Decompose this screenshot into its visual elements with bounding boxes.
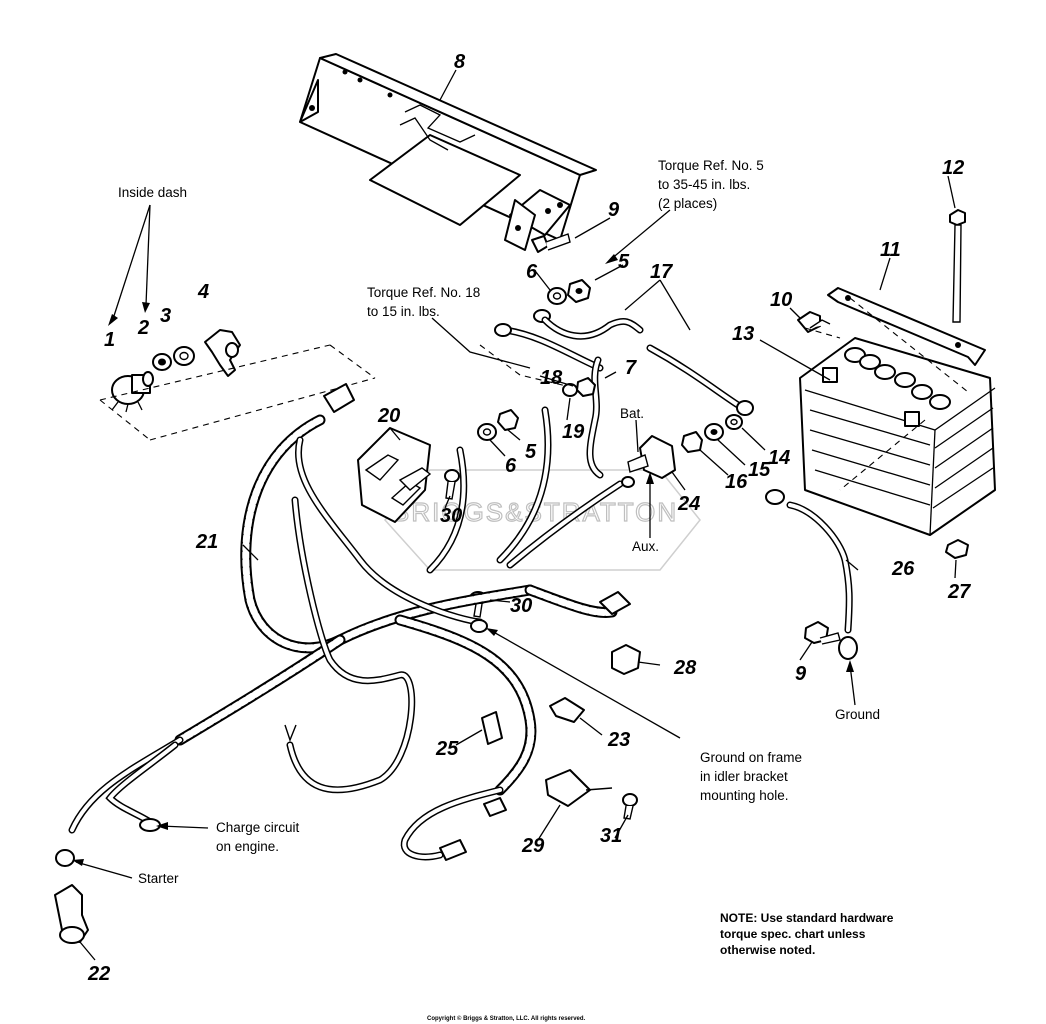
part-5-nut-mid [497,409,519,431]
label-part-14: 14 [768,447,790,469]
label-part-19: 19 [562,421,585,443]
part-6-washer-upper [547,287,567,305]
part-4-key [204,329,241,377]
torque-5-line-1: Torque Ref. No. 5 [658,158,764,173]
part-3-washer [173,346,195,366]
part-31-screw [622,793,638,820]
part-6-washer-mid [477,423,497,441]
label-part-6-mid: 6 [505,455,517,477]
label-part-17: 17 [650,261,673,283]
label-part-7: 7 [625,357,637,379]
charge-line-1: Charge circuit [216,820,300,835]
label-part-8: 8 [454,51,466,73]
part-2-nut [152,353,172,371]
label-part-6-upper: 6 [526,261,538,283]
part-17-battery-cable-b [646,344,754,416]
label-part-21: 21 [195,531,218,553]
part-9-bolt-ground [804,621,841,645]
label-part-30-a: 30 [440,505,462,527]
part-17-battery-cable-a [494,309,644,372]
battery-caps [844,347,951,410]
part-16-nut [681,431,703,453]
label-part-28: 28 [673,657,697,679]
label-part-10: 10 [770,289,792,311]
label-part-4: 4 [197,281,209,303]
part-11-hold-down [827,287,986,366]
part-1-ignition-switch [111,371,154,413]
label-part-5-mid: 5 [525,441,537,463]
label-part-15: 15 [748,459,771,481]
part-10-bolt [797,311,831,333]
part-numbers: 1 2 3 4 5 5 6 6 7 8 9 9 10 11 12 13 14 1… [87,51,971,985]
label-part-11: 11 [880,239,901,261]
ground-frame-line-3: mounting hole. [700,788,789,803]
label-part-29: 29 [521,835,545,857]
ground-frame-line-2: in idler bracket [700,769,788,784]
label-part-23: 23 [607,729,630,751]
torque-18-line-2: to 15 in. lbs. [367,304,440,319]
part-15-lockwasher [704,423,724,441]
part-7-wire [586,356,604,479]
label-part-24: 24 [677,493,700,515]
part-9-bolt-upper [531,233,571,253]
part-25-clip [481,711,503,745]
label-part-18: 18 [540,367,563,389]
starter-label: Starter [138,871,179,886]
copyright-text: Copyright © Briggs & Stratton, LLC. All … [427,1015,586,1022]
label-part-9-ground: 9 [795,663,807,685]
label-part-13: 13 [732,323,754,345]
label-part-3: 3 [160,305,171,327]
label-part-16: 16 [725,471,748,493]
label-part-1: 1 [104,329,115,351]
note: NOTE: Use standard hardware torque spec.… [720,911,894,957]
label-part-22: 22 [87,963,110,985]
part-20-rectifier [357,427,432,523]
torque-18-line-1: Torque Ref. No. 18 [367,285,480,300]
part-8-dash-bracket [299,53,597,251]
label-part-27: 27 [947,581,971,603]
label-part-9-upper: 9 [608,199,620,221]
note-line-3: otherwise noted. [720,943,815,957]
label-part-2: 2 [137,317,149,339]
leader-lines [72,69,957,961]
note-line-1: NOTE: Use standard hardware [720,911,894,925]
torque-5-line-2: to 35-45 in. lbs. [658,177,750,192]
annotations: Inside dash Torque Ref. No. 5 to 35-45 i… [118,158,880,886]
part-19-terminal [562,383,578,397]
aux-label: Aux. [632,539,659,554]
part-30-screw-a [444,469,460,500]
part-29-switch [545,769,613,807]
part-13-battery [799,337,996,536]
label-part-12: 12 [942,157,964,179]
inside-dash-label: Inside dash [118,185,187,200]
label-part-31: 31 [600,825,622,847]
inside-dash-arrows [108,204,151,326]
part-26-ground-cable [765,489,858,660]
label-part-20: 20 [377,405,400,427]
part-28-plug [611,644,641,675]
part-12-rod [949,209,966,323]
bat-label: Bat. [620,406,644,421]
part-22-boot [54,884,89,944]
label-part-26: 26 [891,558,915,580]
part-14-washer [725,414,743,430]
part-24-solenoid [627,435,676,479]
label-part-30-b: 30 [510,595,532,617]
charge-line-2: on engine. [216,839,279,854]
part-21-wiring-harness [55,383,635,867]
label-part-5-upper: 5 [618,251,630,273]
part-5-nut-upper [567,279,591,303]
ground-frame-line-1: Ground on frame [700,750,802,765]
torque-5-line-3: (2 places) [658,196,717,211]
part-27-nut [945,539,969,559]
note-line-2: torque spec. chart unless [720,927,866,941]
ground-label: Ground [835,707,880,722]
part-23-switch [549,697,585,723]
label-part-25: 25 [435,738,459,760]
